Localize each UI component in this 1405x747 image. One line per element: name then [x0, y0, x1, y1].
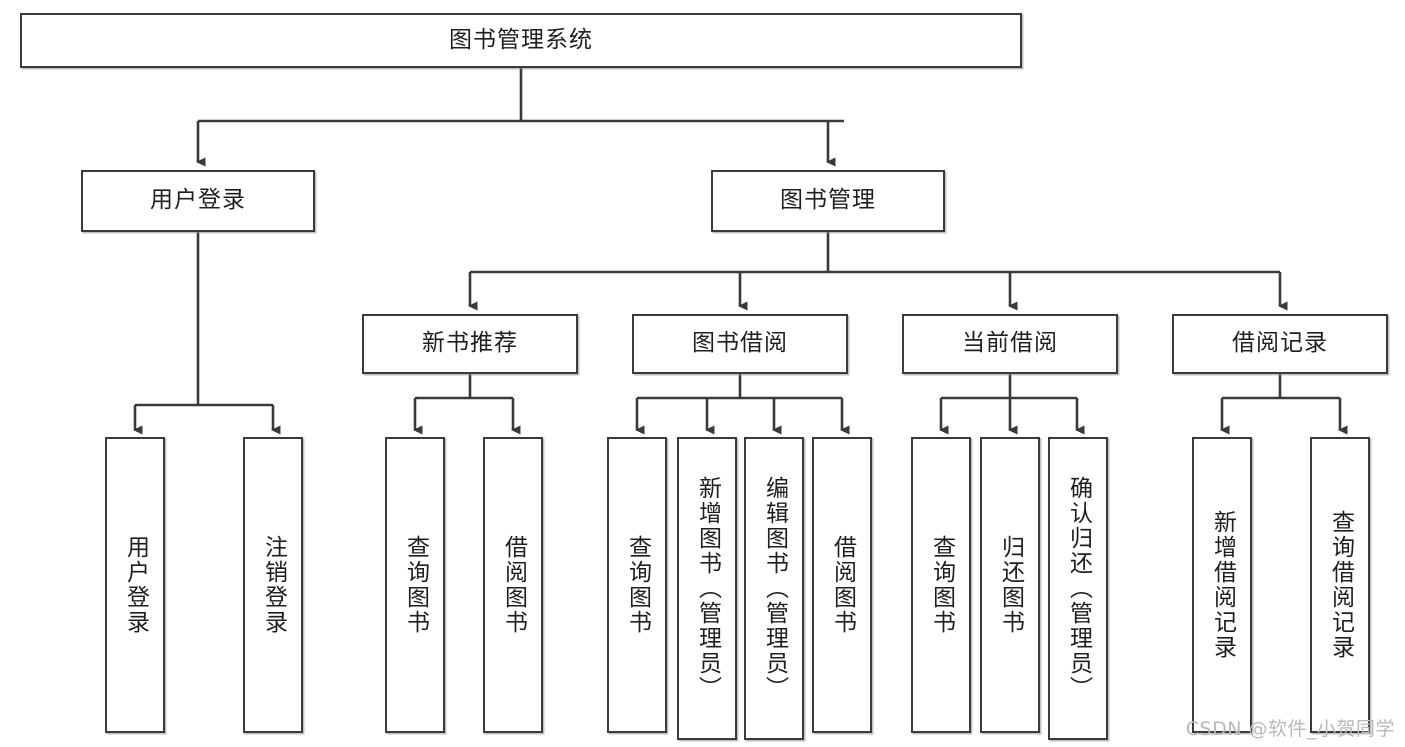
leaf-borrow-borrow-book[interactable]: 借阅图书	[812, 437, 872, 733]
node-label: 借阅记录	[1232, 330, 1328, 357]
leaf-user-login-logout[interactable]: 注销登录	[243, 437, 303, 733]
leaf-current-confirm-return-admin[interactable]: 确认归还（管理员）	[1048, 437, 1108, 740]
node-current-borrow[interactable]: 当前借阅	[902, 314, 1118, 374]
node-label: 借阅图书	[500, 535, 527, 635]
node-book-borrow[interactable]: 图书借阅	[632, 314, 848, 374]
node-label: 确认归还（管理员）	[1065, 476, 1092, 701]
node-label: 查询图书	[624, 535, 651, 635]
node-borrow-record[interactable]: 借阅记录	[1172, 314, 1388, 374]
leaf-borrow-add-book-admin[interactable]: 新增图书（管理员）	[677, 437, 737, 740]
node-label: 新增借阅记录	[1209, 510, 1236, 660]
node-new-book-recommend[interactable]: 新书推荐	[362, 314, 578, 374]
node-user-login[interactable]: 用户登录	[81, 170, 315, 232]
leaf-recommend-query-book[interactable]: 查询图书	[385, 437, 445, 733]
node-root-system[interactable]: 图书管理系统	[20, 13, 1022, 68]
node-label: 注销登录	[260, 535, 287, 635]
leaf-borrow-query-book[interactable]: 查询图书	[607, 437, 667, 733]
leaf-borrow-edit-book-admin[interactable]: 编辑图书（管理员）	[744, 437, 804, 740]
node-label: 新增图书（管理员）	[694, 476, 721, 701]
leaf-current-return-book[interactable]: 归还图书	[980, 437, 1040, 733]
leaf-record-query-record[interactable]: 查询借阅记录	[1310, 437, 1370, 733]
node-label: 借阅图书	[829, 535, 856, 635]
node-label: 图书管理系统	[449, 26, 593, 53]
leaf-current-query-book[interactable]: 查询图书	[911, 437, 971, 733]
node-label: 查询图书	[928, 535, 955, 635]
leaf-recommend-borrow-book[interactable]: 借阅图书	[483, 437, 543, 733]
node-label: 图书借阅	[692, 330, 788, 357]
leaf-user-login-login[interactable]: 用户登录	[105, 437, 165, 733]
node-label: 查询图书	[402, 535, 429, 635]
node-label: 归还图书	[997, 535, 1024, 635]
node-label: 编辑图书（管理员）	[761, 476, 788, 701]
node-label: 用户登录	[150, 187, 246, 214]
node-label: 新书推荐	[422, 330, 518, 357]
node-label: 当前借阅	[962, 330, 1058, 357]
node-label: 图书管理	[780, 187, 876, 214]
node-book-management[interactable]: 图书管理	[711, 170, 945, 232]
node-label: 查询借阅记录	[1327, 510, 1354, 660]
watermark: CSDN @软件_小贺同学	[1185, 718, 1395, 740]
node-label: 用户登录	[122, 535, 149, 635]
leaf-record-add-record[interactable]: 新增借阅记录	[1192, 437, 1252, 733]
